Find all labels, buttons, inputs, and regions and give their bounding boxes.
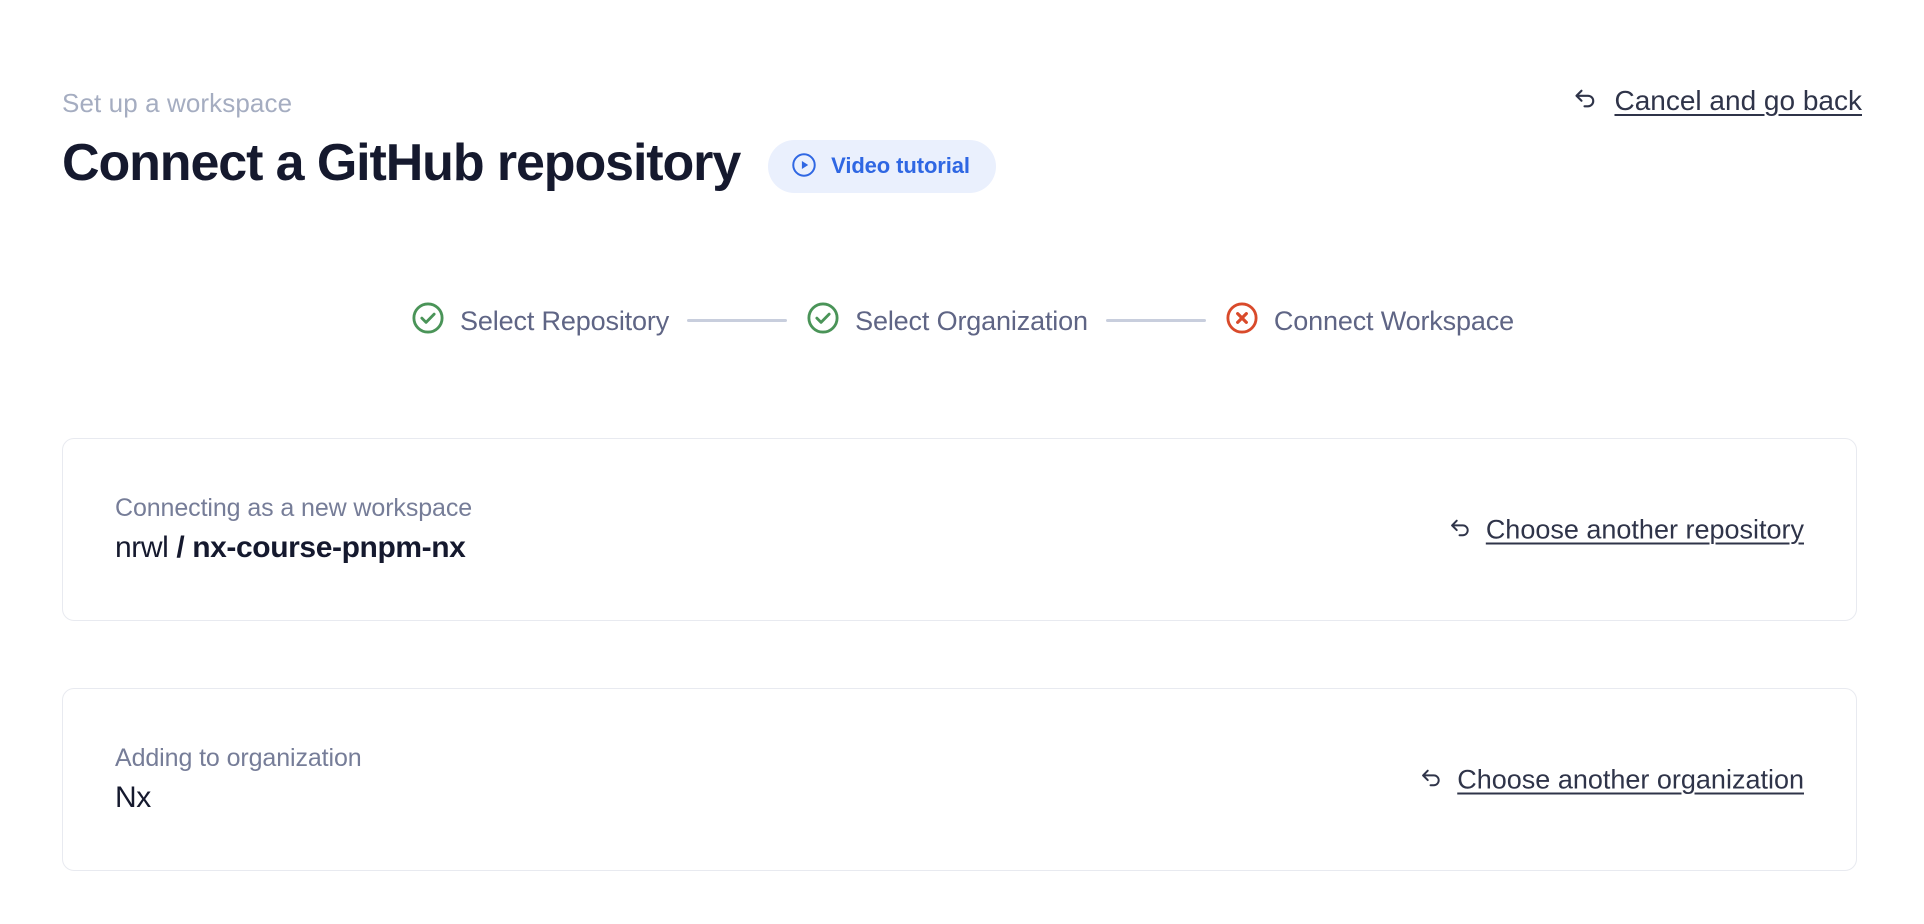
video-tutorial-button[interactable]: Video tutorial (768, 139, 996, 193)
step-label-select-repository: Select Repository (460, 305, 670, 336)
check-circle-icon (805, 300, 841, 341)
page-header: Set up a workspace Connect a GitHub repo… (62, 88, 1862, 194)
organization-name: Nx (115, 780, 151, 814)
undo-arrow-icon (1417, 763, 1445, 796)
choose-another-repository-label: Choose another repository (1485, 514, 1804, 544)
repository-owner: nrwl (115, 530, 169, 564)
step-connector-1 (687, 319, 788, 322)
repository-separator: / (168, 530, 193, 564)
repository-card-value: nrwl / nx-course-pnpm-nx (115, 530, 472, 566)
undo-arrow-icon (1570, 83, 1600, 118)
check-circle-icon (410, 300, 446, 341)
choose-another-organization-link[interactable]: Choose another organization (1417, 763, 1804, 796)
breadcrumb: Set up a workspace (62, 88, 293, 118)
step-label-select-organization: Select Organization (855, 305, 1088, 336)
choose-another-organization-label: Choose another organization (1457, 764, 1804, 794)
step-select-repository[interactable]: Select Repository (410, 300, 669, 341)
page-title: Connect a GitHub repository (62, 134, 741, 192)
step-connector-2 (1105, 319, 1206, 322)
cancel-and-go-back-link[interactable]: Cancel and go back (1570, 83, 1862, 118)
play-circle-icon (790, 151, 818, 182)
organization-card: Adding to organization Nx Choose another… (62, 688, 1857, 871)
x-circle-icon (1224, 300, 1260, 341)
repository-card-caption: Connecting as a new workspace (115, 493, 473, 522)
undo-arrow-icon (1446, 513, 1474, 546)
choose-another-repository-link[interactable]: Choose another repository (1446, 513, 1804, 546)
progress-stepper: Select Repository Select Organization Co… (0, 300, 1924, 341)
title-row: Connect a GitHub repository Video tutori… (62, 132, 1862, 194)
step-label-connect-workspace: Connect Workspace (1273, 305, 1514, 336)
organization-card-value: Nx (115, 780, 362, 816)
organization-card-inner: Adding to organization Nx Choose another… (63, 689, 1856, 870)
cancel-and-go-back-label: Cancel and go back (1614, 84, 1862, 116)
repository-card-inner: Connecting as a new workspace nrwl / nx-… (63, 439, 1856, 620)
video-tutorial-label: Video tutorial (831, 153, 970, 178)
repository-card-text: Connecting as a new workspace nrwl / nx-… (115, 494, 472, 566)
organization-card-text: Adding to organization Nx (115, 744, 362, 816)
step-select-organization[interactable]: Select Organization (805, 300, 1088, 341)
repository-name: nx-course-pnpm-nx (192, 530, 466, 564)
repository-card: Connecting as a new workspace nrwl / nx-… (62, 438, 1857, 621)
organization-card-caption: Adding to organization (115, 743, 362, 772)
step-connect-workspace[interactable]: Connect Workspace (1224, 300, 1514, 341)
